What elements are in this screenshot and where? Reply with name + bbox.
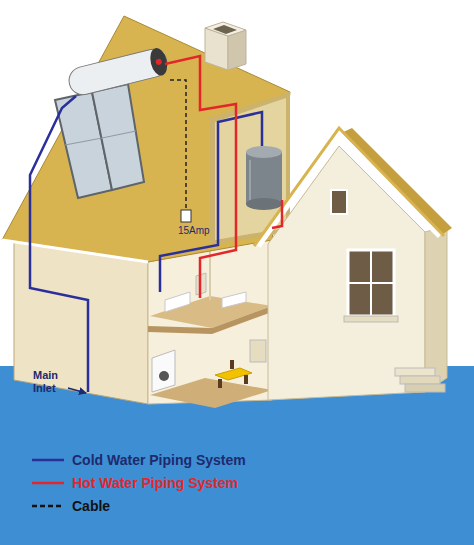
switch-box xyxy=(181,210,191,222)
inlet-label-box: Main Inlet xyxy=(33,369,75,395)
legend-swatch xyxy=(30,450,66,470)
chimney xyxy=(205,22,246,70)
legend-swatch xyxy=(30,473,66,493)
hot-pipes xyxy=(165,56,282,298)
legend-text: Cold Water Piping System xyxy=(72,450,450,470)
right-wing xyxy=(254,128,452,400)
cable xyxy=(170,80,186,210)
storage-tank xyxy=(246,146,282,210)
legend-text: Hot Water Piping System xyxy=(72,473,450,493)
roof-trim xyxy=(2,240,148,262)
legend-text: Cable xyxy=(72,496,450,516)
cold-pipes xyxy=(30,96,262,392)
solar-tank xyxy=(66,46,170,97)
legend-item: Cold Water Piping System xyxy=(30,450,450,470)
interior-cutaway xyxy=(148,238,272,408)
legend-item: Hot Water Piping System xyxy=(30,473,450,493)
breaker-label-box: 15Amp xyxy=(178,225,214,237)
breaker-label: 15Amp xyxy=(178,225,214,237)
inlet-label: Main Inlet xyxy=(33,369,75,395)
main-roof xyxy=(2,16,290,262)
inlet-arrow xyxy=(68,388,86,393)
legend-item: Cable xyxy=(30,496,450,516)
legend-swatch xyxy=(30,496,66,516)
left-wall xyxy=(14,236,148,404)
